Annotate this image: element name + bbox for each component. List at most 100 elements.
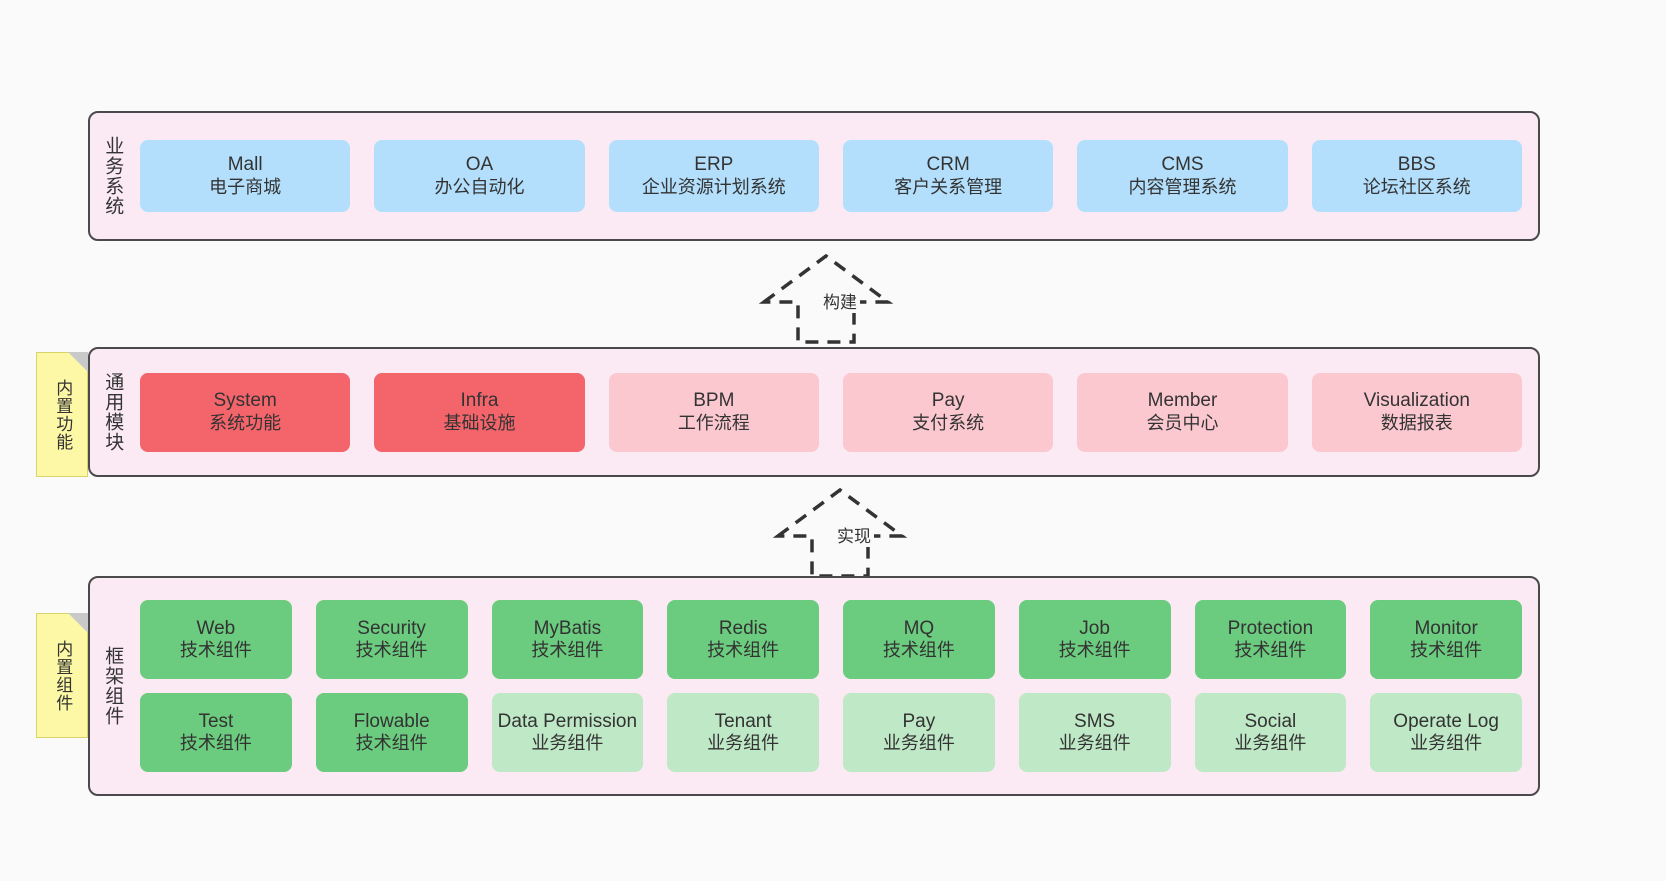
- card-mall-subtitle: 电子商城: [209, 176, 282, 197]
- card-cms[interactable]: CMS 内容管理系统: [1077, 140, 1288, 212]
- card-erp-title: ERP: [694, 154, 734, 176]
- sticky-note-builtin-component-label: 内置组件: [53, 639, 73, 712]
- layer-common-module-title: 通用模块: [102, 372, 124, 452]
- card-cms-title: CMS: [1161, 154, 1204, 176]
- card-redis-title: Redis: [718, 617, 768, 639]
- card-mq-subtitle: 技术组件: [882, 640, 955, 661]
- card-protection[interactable]: Protection 技术组件: [1194, 600, 1347, 679]
- card-job-subtitle: 技术组件: [1058, 640, 1131, 661]
- sticky-note-builtin-component: 内置组件: [36, 613, 88, 738]
- card-tenant[interactable]: Tenant 业务组件: [667, 693, 819, 772]
- framework-biz-row: Test 技术组件 Flowable 技术组件 Data Permission …: [140, 693, 1522, 772]
- card-test[interactable]: Test 技术组件: [140, 693, 292, 772]
- card-system-title: System: [213, 390, 277, 412]
- card-mybatis[interactable]: MyBatis 技术组件: [491, 600, 644, 679]
- card-redis[interactable]: Redis 技术组件: [667, 600, 819, 679]
- card-operate-log-subtitle: 业务组件: [1410, 733, 1483, 754]
- card-erp-subtitle: 企业资源计划系统: [641, 176, 786, 197]
- card-social-subtitle: 业务组件: [1234, 733, 1307, 754]
- card-flowable-title: Flowable: [353, 710, 430, 732]
- card-protection-title: Protection: [1227, 617, 1314, 639]
- arrow-build-label: 构建: [820, 288, 860, 313]
- card-flowable-subtitle: 技术组件: [355, 733, 428, 754]
- card-infra-subtitle: 基础设施: [443, 412, 516, 433]
- card-web-subtitle: 技术组件: [179, 640, 252, 661]
- arrow-implement-icon: [772, 487, 908, 578]
- card-mq[interactable]: MQ 技术组件: [843, 600, 995, 679]
- card-infra-title: Infra: [460, 390, 499, 412]
- arrow-build: 构建: [742, 252, 922, 344]
- framework-tech-row: Web 技术组件 Security 技术组件 MyBatis 技术组件 Redi…: [140, 600, 1522, 679]
- card-oa[interactable]: OA 办公自动化: [374, 140, 585, 212]
- card-bbs-subtitle: 论坛社区系统: [1362, 176, 1471, 197]
- card-cms-subtitle: 内容管理系统: [1128, 176, 1237, 197]
- card-social[interactable]: Social 业务组件: [1194, 693, 1347, 772]
- card-data-permission-title: Data Permission: [497, 710, 638, 732]
- card-bpm[interactable]: BPM 工作流程: [608, 372, 819, 452]
- card-tenant-subtitle: 业务组件: [707, 733, 780, 754]
- card-operate-log[interactable]: Operate Log 业务组件: [1370, 693, 1522, 772]
- card-system-subtitle: 系统功能: [209, 412, 282, 433]
- business-system-row: Mall 电子商城 OA 办公自动化 ERP 企业资源计划系统 CRM 客户关系…: [140, 140, 1522, 212]
- layer-framework-component-title: 框架组件: [102, 646, 124, 726]
- card-sms[interactable]: SMS 业务组件: [1018, 693, 1171, 772]
- card-sms-title: SMS: [1074, 710, 1116, 732]
- card-mq-title: MQ: [903, 617, 935, 639]
- sticky-note-builtin-function-label: 内置功能: [53, 378, 73, 451]
- card-crm[interactable]: CRM 客户关系管理: [842, 140, 1054, 212]
- card-test-subtitle: 技术组件: [179, 733, 252, 754]
- common-module-row: System 系统功能 Infra 基础设施 BPM 工作流程 Pay 支付系统…: [140, 372, 1522, 452]
- card-visualization[interactable]: Visualization 数据报表: [1311, 372, 1522, 452]
- card-security-subtitle: 技术组件: [355, 640, 428, 661]
- card-redis-subtitle: 技术组件: [707, 640, 780, 661]
- card-data-permission-subtitle: 业务组件: [531, 733, 604, 754]
- sticky-note-builtin-function: 内置功能: [36, 352, 88, 477]
- card-bbs-title: BBS: [1397, 154, 1436, 176]
- layer-framework-component-body: Web 技术组件 Security 技术组件 MyBatis 技术组件 Redi…: [134, 578, 1538, 794]
- card-mybatis-title: MyBatis: [533, 617, 602, 639]
- card-protection-subtitle: 技术组件: [1234, 640, 1307, 661]
- card-web[interactable]: Web 技术组件: [140, 600, 292, 679]
- card-pay-module-subtitle: 支付系统: [912, 412, 985, 433]
- card-sms-subtitle: 业务组件: [1058, 733, 1131, 754]
- card-monitor-title: Monitor: [1414, 617, 1478, 639]
- card-bbs[interactable]: BBS 论坛社区系统: [1311, 140, 1522, 212]
- card-bpm-subtitle: 工作流程: [677, 412, 750, 433]
- card-erp[interactable]: ERP 企业资源计划系统: [608, 140, 819, 212]
- layer-framework-component: 框架组件 Web 技术组件 Security 技术组件 MyBatis 技术组件…: [88, 576, 1540, 796]
- card-crm-title: CRM: [926, 154, 970, 176]
- card-pay-component-subtitle: 业务组件: [882, 733, 955, 754]
- card-pay-component[interactable]: Pay 业务组件: [843, 693, 995, 772]
- card-member-title: Member: [1147, 390, 1218, 412]
- card-test-title: Test: [198, 710, 234, 732]
- card-oa-title: OA: [465, 154, 494, 176]
- card-social-title: Social: [1244, 710, 1297, 732]
- card-monitor[interactable]: Monitor 技术组件: [1370, 600, 1522, 679]
- card-oa-subtitle: 办公自动化: [434, 176, 525, 197]
- card-infra[interactable]: Infra 基础设施: [374, 372, 585, 452]
- card-security-title: Security: [357, 617, 426, 639]
- card-pay-module-title: Pay: [931, 390, 965, 412]
- card-mall[interactable]: Mall 电子商城: [140, 140, 351, 212]
- card-member[interactable]: Member 会员中心: [1077, 372, 1288, 452]
- layer-common-module: 通用模块 System 系统功能 Infra 基础设施 BPM 工作流程 Pay…: [88, 347, 1540, 477]
- card-member-subtitle: 会员中心: [1146, 412, 1219, 433]
- card-monitor-subtitle: 技术组件: [1410, 640, 1483, 661]
- card-crm-subtitle: 客户关系管理: [894, 176, 1003, 197]
- layer-business-system: 业务系统 Mall 电子商城 OA 办公自动化 ERP 企业资源计划系统 CRM…: [88, 111, 1540, 241]
- card-visualization-subtitle: 数据报表: [1380, 412, 1453, 433]
- card-mall-title: Mall: [227, 154, 263, 176]
- card-mybatis-subtitle: 技术组件: [531, 640, 604, 661]
- card-flowable[interactable]: Flowable 技术组件: [315, 693, 468, 772]
- card-job-title: Job: [1079, 617, 1110, 639]
- layer-business-system-body: Mall 电子商城 OA 办公自动化 ERP 企业资源计划系统 CRM 客户关系…: [134, 113, 1538, 239]
- card-tenant-title: Tenant: [714, 710, 772, 732]
- card-security[interactable]: Security 技术组件: [315, 600, 468, 679]
- arrow-implement-label: 实现: [834, 522, 874, 547]
- card-pay-module[interactable]: Pay 支付系统: [842, 372, 1054, 452]
- card-operate-log-title: Operate Log: [1393, 710, 1499, 732]
- card-system[interactable]: System 系统功能: [140, 372, 351, 452]
- card-job[interactable]: Job 技术组件: [1018, 600, 1171, 679]
- card-data-permission[interactable]: Data Permission 业务组件: [491, 693, 644, 772]
